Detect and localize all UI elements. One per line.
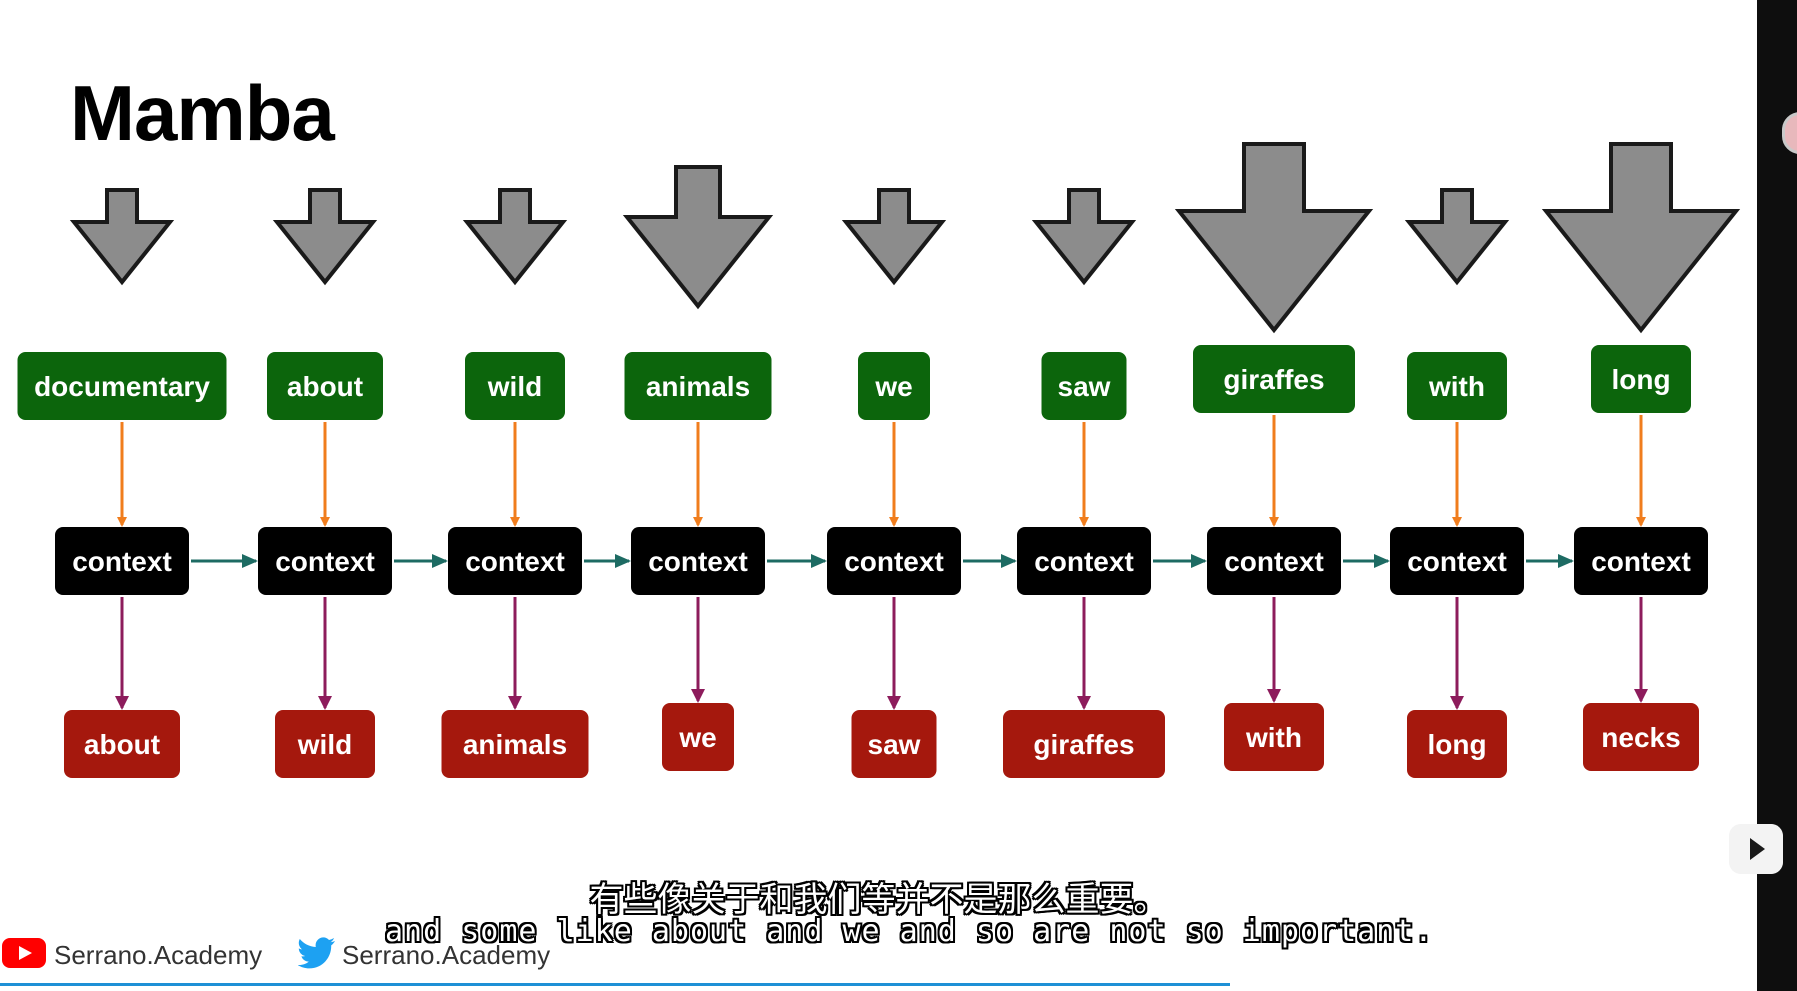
input-token-label-2: about xyxy=(287,371,363,402)
input-token-box-6 xyxy=(1041,352,1127,420)
output-token-label-7: with xyxy=(1245,722,1302,753)
output-token-box-3 xyxy=(441,710,589,778)
context-label-5: context xyxy=(844,546,944,577)
mamba-diagram: documentary context about about context wild w… xyxy=(17,142,1741,778)
context-label-4: context xyxy=(648,546,748,577)
attention-weight-arrow-8 xyxy=(1404,188,1510,286)
attention-weight-arrow-1 xyxy=(69,188,175,286)
attention-weight-arrow-3 xyxy=(462,188,568,286)
output-token-box-9 xyxy=(1583,703,1699,771)
context-box-2 xyxy=(258,527,392,595)
attention-weight-arrow-6 xyxy=(1031,188,1137,286)
input-token-label-7: giraffes xyxy=(1223,364,1324,395)
context-box-6 xyxy=(1017,527,1151,595)
context-label-9: context xyxy=(1591,546,1691,577)
output-token-label-3: animals xyxy=(463,729,567,760)
attention-weight-arrow-5 xyxy=(841,188,947,286)
input-token-box-5 xyxy=(858,352,930,420)
output-token-box-5 xyxy=(851,710,937,778)
input-token-label-6: saw xyxy=(1058,371,1111,402)
input-token-box-3 xyxy=(465,352,565,420)
output-token-label-9: necks xyxy=(1601,722,1680,753)
input-token-label-3: wild xyxy=(487,371,542,402)
output-token-box-7 xyxy=(1224,703,1324,771)
context-box-1 xyxy=(55,527,189,595)
context-label-6: context xyxy=(1034,546,1134,577)
twitter-icon xyxy=(298,937,335,969)
attention-weight-arrow-2 xyxy=(272,188,378,286)
play-icon[interactable] xyxy=(1729,824,1783,874)
output-token-label-6: giraffes xyxy=(1033,729,1134,760)
twitter-handle: Serrano.Academy xyxy=(342,940,551,970)
input-token-label-5: we xyxy=(874,371,912,402)
slide: Mamba documentary context about about contex… xyxy=(0,69,1741,986)
output-token-label-2: wild xyxy=(297,729,352,760)
input-token-box-2 xyxy=(267,352,383,420)
output-token-box-2 xyxy=(275,710,375,778)
context-label-1: context xyxy=(72,546,172,577)
context-box-9 xyxy=(1574,527,1708,595)
output-token-label-5: saw xyxy=(868,729,921,760)
context-box-7 xyxy=(1207,527,1341,595)
attention-weight-arrow-4 xyxy=(622,165,774,310)
output-token-label-8: long xyxy=(1427,729,1486,760)
slide-title: Mamba xyxy=(70,69,335,157)
context-label-3: context xyxy=(465,546,565,577)
input-token-label-8: with xyxy=(1428,371,1485,402)
output-token-box-8 xyxy=(1407,710,1507,778)
output-token-box-1 xyxy=(64,710,180,778)
input-token-label-1: documentary xyxy=(34,371,210,402)
context-label-2: context xyxy=(275,546,375,577)
output-token-label-4: we xyxy=(678,722,716,753)
subtitle-english: and some like about and we and so are no… xyxy=(385,914,1434,949)
context-box-8 xyxy=(1390,527,1524,595)
subtitle-chinese: 有些像关于和我们等并不是那么重要。 xyxy=(589,880,1168,920)
context-label-7: context xyxy=(1224,546,1324,577)
input-token-box-7 xyxy=(1193,345,1355,413)
context-box-4 xyxy=(631,527,765,595)
attention-weight-arrow-7 xyxy=(1174,142,1374,334)
output-token-label-1: about xyxy=(84,729,160,760)
attention-weight-arrow-9 xyxy=(1541,142,1741,334)
video-progress-bar[interactable] xyxy=(0,983,1230,986)
context-label-8: context xyxy=(1407,546,1507,577)
output-token-box-4 xyxy=(662,703,734,771)
input-token-box-4 xyxy=(624,352,772,420)
input-token-box-8 xyxy=(1407,352,1507,420)
input-token-box-9 xyxy=(1591,345,1691,413)
youtube-icon xyxy=(2,938,46,968)
context-box-3 xyxy=(448,527,582,595)
input-token-box-1 xyxy=(17,352,227,420)
context-box-5 xyxy=(827,527,961,595)
input-token-label-9: long xyxy=(1611,364,1670,395)
input-token-label-4: animals xyxy=(646,371,750,402)
youtube-handle: Serrano.Academy xyxy=(54,940,263,970)
output-token-box-6 xyxy=(1003,710,1165,778)
